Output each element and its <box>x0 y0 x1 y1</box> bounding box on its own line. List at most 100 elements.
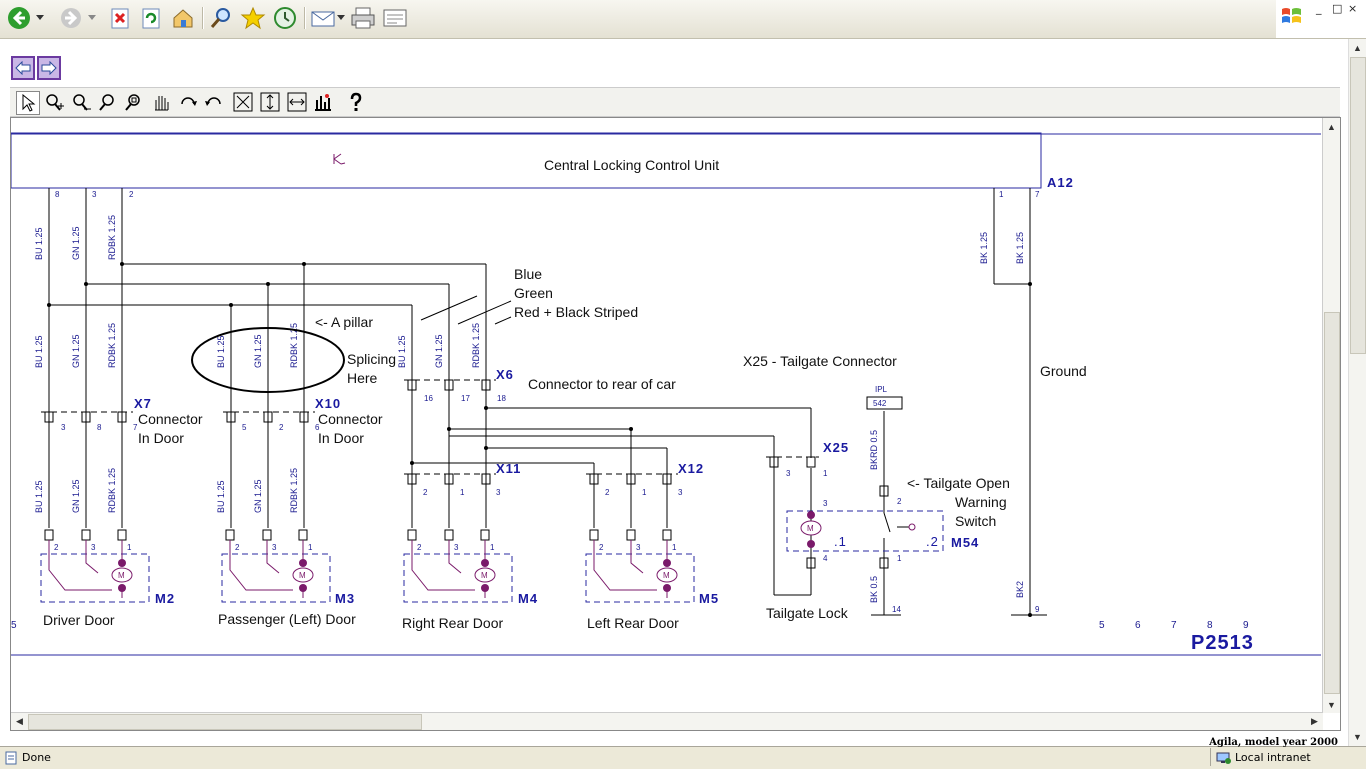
print-button[interactable] <box>350 5 376 31</box>
scroll-down-arrow[interactable]: ▼ <box>1327 699 1336 710</box>
fit-width-tool[interactable] <box>286 91 308 113</box>
pin-label: 8 <box>97 423 102 432</box>
pin-label: 2 <box>605 488 610 497</box>
stop-button[interactable] <box>107 5 133 31</box>
forward-icon <box>61 8 81 28</box>
pin-label: 14 <box>892 605 901 614</box>
diagram-horizontal-scrollbar[interactable]: ◀ ▶ <box>11 712 1323 730</box>
wire-code: RDBK 1.25 <box>289 468 299 513</box>
motor-m5-label: M5 <box>699 591 719 606</box>
scroll-right-arrow[interactable]: ▶ <box>1311 716 1318 726</box>
wire-code: BU 1.25 <box>34 227 44 260</box>
zoom-area-tool[interactable] <box>123 91 145 113</box>
wire-code: GN 1.25 <box>434 334 444 368</box>
tailgate-lock-motor: M <box>786 483 944 569</box>
scroll-up-arrow[interactable]: ▲ <box>1353 43 1362 53</box>
grid-number: 8 <box>1207 620 1213 631</box>
layers-tool[interactable] <box>312 91 334 113</box>
wire-code: GN 1.25 <box>253 334 263 368</box>
pin-label: 2 <box>235 543 240 552</box>
motor-m3-label: M3 <box>335 591 355 606</box>
pan-tool[interactable] <box>150 91 172 113</box>
fit-window-tool[interactable] <box>232 91 254 113</box>
favorites-button[interactable] <box>240 5 266 31</box>
help-tool[interactable] <box>345 91 367 113</box>
page-vertical-scrollbar[interactable]: ▲ ▼ <box>1348 39 1366 746</box>
wire-code: RDBK 1.25 <box>107 468 117 513</box>
fit-height-tool[interactable] <box>259 91 281 113</box>
pin-label: 3 <box>61 423 66 432</box>
connector-x11-label: X11 <box>496 461 521 476</box>
scroll-thumb[interactable] <box>1350 57 1366 354</box>
annotation-blue: Blue <box>514 266 542 282</box>
motor-m2-label: M2 <box>155 591 175 606</box>
back-button[interactable] <box>6 5 32 31</box>
motor-m-symbol: M <box>807 524 814 533</box>
minimize-button[interactable]: _ <box>1316 2 1322 15</box>
pointer-tool[interactable] <box>16 91 40 115</box>
pin-label: 3 <box>454 543 459 552</box>
layers-icon <box>315 94 331 111</box>
motor-m54-label: M54 <box>951 535 979 550</box>
diagram-vertical-scrollbar[interactable]: ▲ ▼ <box>1322 118 1340 713</box>
pin-label: 2 <box>423 488 428 497</box>
status-divider <box>1210 748 1211 766</box>
pin-label: 3 <box>92 190 97 199</box>
annotation-splicing: Splicing <box>347 351 396 367</box>
door-label-right-rear: Right Rear Door <box>402 615 503 631</box>
splice-ellipse <box>191 327 345 393</box>
rotate-cw-icon <box>181 97 197 106</box>
zoom-out-tool[interactable] <box>70 91 92 113</box>
page-content: Central Locking Control Unit A12 8 3 2 1… <box>0 39 1366 746</box>
zoom-in-tool[interactable] <box>43 91 65 113</box>
scroll-thumb[interactable] <box>1324 312 1340 694</box>
door-label-passenger: Passenger (Left) Door <box>218 611 356 627</box>
annotation-ground: Ground <box>1040 363 1087 379</box>
forward-dropdown[interactable] <box>86 5 98 31</box>
prev-page-button[interactable] <box>11 56 35 80</box>
next-page-button[interactable] <box>37 56 61 80</box>
edit-button[interactable] <box>382 5 408 31</box>
annotation-warning: Warning <box>955 494 1007 510</box>
forward-button[interactable] <box>58 5 84 31</box>
stop-icon <box>111 8 129 29</box>
pin-label: 18 <box>497 394 506 403</box>
transistor-symbol-icon <box>333 153 346 165</box>
scroll-up-arrow[interactable]: ▲ <box>1327 121 1336 132</box>
pin-label: 1 <box>642 488 647 497</box>
scroll-left-arrow[interactable]: ◀ <box>16 716 23 726</box>
scroll-down-arrow[interactable]: ▼ <box>1353 732 1362 742</box>
rotate-ccw-tool[interactable] <box>203 91 225 113</box>
close-button[interactable]: × <box>1348 2 1358 15</box>
intranet-icon <box>1216 752 1231 764</box>
home-button[interactable] <box>170 5 196 31</box>
rotate-cw-tool[interactable] <box>177 91 199 113</box>
connector-x10 <box>223 411 315 423</box>
wire-code: BKRD 0.5 <box>869 430 879 470</box>
mail-dropdown[interactable] <box>336 5 346 31</box>
refresh-icon <box>142 8 160 29</box>
m54-pin-2: .2 <box>926 534 939 549</box>
toolbar-separator <box>304 7 306 29</box>
history-icon <box>274 7 296 29</box>
wire-code: BU 1.25 <box>34 480 44 513</box>
model-year-label: Agila, model year 2000 <box>1209 737 1338 748</box>
page-icon <box>5 751 17 765</box>
search-button[interactable] <box>208 5 234 31</box>
motor-m-symbol: M <box>663 571 670 580</box>
diagram-viewer[interactable]: Central Locking Control Unit A12 8 3 2 1… <box>10 117 1341 731</box>
wire-code: GN 1.25 <box>253 479 263 513</box>
history-button[interactable] <box>272 5 298 31</box>
annotation-tailgate-connector: X25 - Tailgate Connector <box>743 353 897 369</box>
tailgate-switch <box>879 485 916 569</box>
maximize-button[interactable]: □ <box>1332 2 1343 15</box>
mail-button[interactable] <box>310 5 336 31</box>
back-dropdown[interactable] <box>34 5 46 31</box>
wire-code: BU 1.25 <box>34 335 44 368</box>
scroll-thumb[interactable] <box>28 714 422 730</box>
browser-toolbar: _ □ × <box>0 0 1366 39</box>
refresh-button[interactable] <box>138 5 164 31</box>
zoom-tool[interactable] <box>97 91 119 113</box>
